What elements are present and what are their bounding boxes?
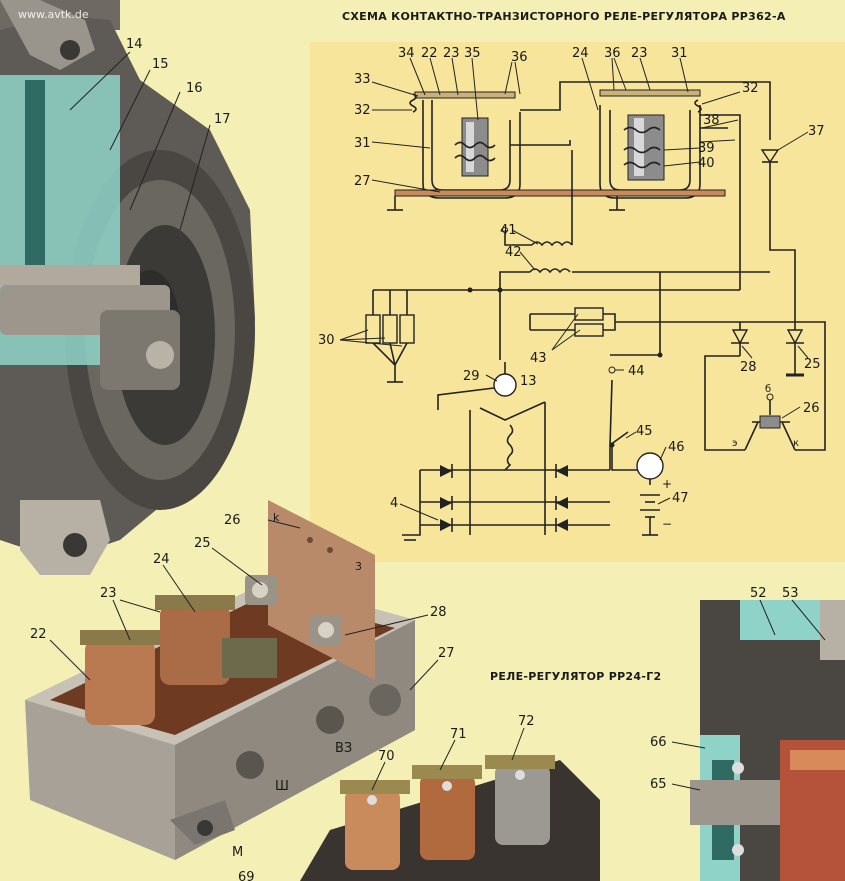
terminal-vz: ВЗ	[335, 741, 352, 756]
rr24-callouts: 70 71 72 69	[238, 714, 535, 881]
label-42: 42	[505, 245, 522, 260]
rr24-label-71: 71	[450, 727, 467, 742]
label-30: 30	[318, 333, 335, 348]
reg-label-26: 26	[224, 513, 241, 528]
label-24: 24	[572, 46, 589, 61]
cutaway-callouts: 52 53 66 65	[650, 586, 826, 792]
label-34: 34	[398, 46, 415, 61]
label-46: 46	[668, 440, 685, 455]
regulator-unit-illustration	[25, 500, 415, 860]
label-53: 53	[782, 586, 799, 601]
terminal-m: М	[232, 845, 243, 860]
label-45: 45	[636, 424, 653, 439]
label-66: 66	[650, 735, 667, 750]
regulator-callouts: 26 k 3 25 24 23 28 22 27 ВЗ Ш М	[30, 511, 455, 860]
watermark: www.avtk.de	[18, 8, 89, 21]
label-47: 47	[672, 491, 689, 506]
label-14: 14	[126, 37, 143, 52]
rr24-title: РЕЛЕ-РЕГУЛЯТОР РР24-Г2	[490, 670, 661, 683]
rr24-label-69: 69	[238, 870, 255, 881]
pin-e: э	[732, 438, 738, 449]
battery-minus: −	[662, 517, 672, 531]
label-27: 27	[354, 174, 371, 189]
label-43: 43	[530, 351, 547, 366]
label-31-left: 31	[354, 136, 371, 151]
reg-label-23: 23	[100, 586, 117, 601]
label-29: 29	[463, 369, 480, 384]
label-36: 36	[511, 50, 528, 65]
reg-label-27: 27	[438, 646, 455, 661]
battery-plus: +	[662, 477, 672, 491]
label-17: 17	[214, 112, 231, 127]
label-32-left: 32	[354, 103, 371, 118]
label-33: 33	[354, 72, 371, 87]
label-44: 44	[628, 364, 645, 379]
label-13: 13	[520, 374, 537, 389]
rr24-relay-illustration	[300, 755, 600, 881]
alternator-callouts: 14 15 16 17	[69, 37, 231, 231]
pin-k: к	[793, 438, 799, 449]
label-16: 16	[186, 81, 203, 96]
label-38: 38	[703, 113, 720, 128]
reg-label-25: 25	[194, 536, 211, 551]
label-36-right: 36	[604, 46, 621, 61]
schematic-labels: 33 34 22 23 35 36 24 36 23 31 32 32 31 3…	[318, 46, 825, 531]
label-65: 65	[650, 777, 667, 792]
schematic-panel	[310, 42, 845, 562]
label-31-right: 31	[671, 46, 688, 61]
label-40: 40	[698, 156, 715, 171]
pin-b: б	[765, 384, 771, 395]
schematic-diagram	[365, 81, 826, 541]
reg-label-22: 22	[30, 627, 47, 642]
schematic-callouts	[339, 57, 809, 521]
starter-cutaway	[690, 600, 845, 881]
label-41: 41	[500, 223, 517, 238]
label-15: 15	[152, 57, 169, 72]
reg-pin-3: 3	[355, 560, 362, 573]
label-23-right: 23	[631, 46, 648, 61]
schematic-title: СХЕМА КОНТАКТНО-ТРАНЗИСТОРНОГО РЕЛЕ-РЕГУ…	[342, 10, 786, 23]
rr24-label-70: 70	[378, 749, 395, 764]
label-4: 4	[390, 496, 398, 511]
reg-label-28: 28	[430, 605, 447, 620]
rectifier-diodes	[440, 464, 568, 532]
label-39: 39	[698, 141, 715, 156]
label-37: 37	[808, 124, 825, 139]
label-52: 52	[750, 586, 767, 601]
alternator-cutaway	[0, 0, 255, 575]
label-35: 35	[464, 46, 481, 61]
label-22: 22	[421, 46, 438, 61]
label-25: 25	[804, 357, 821, 372]
rr24-label-72: 72	[518, 714, 535, 729]
label-28: 28	[740, 360, 757, 375]
terminal-sh: Ш	[275, 779, 289, 794]
reg-label-24: 24	[153, 552, 170, 567]
label-26: 26	[803, 401, 820, 416]
label-23: 23	[443, 46, 460, 61]
reg-pin-k: k	[273, 511, 280, 524]
label-32-right: 32	[742, 81, 759, 96]
